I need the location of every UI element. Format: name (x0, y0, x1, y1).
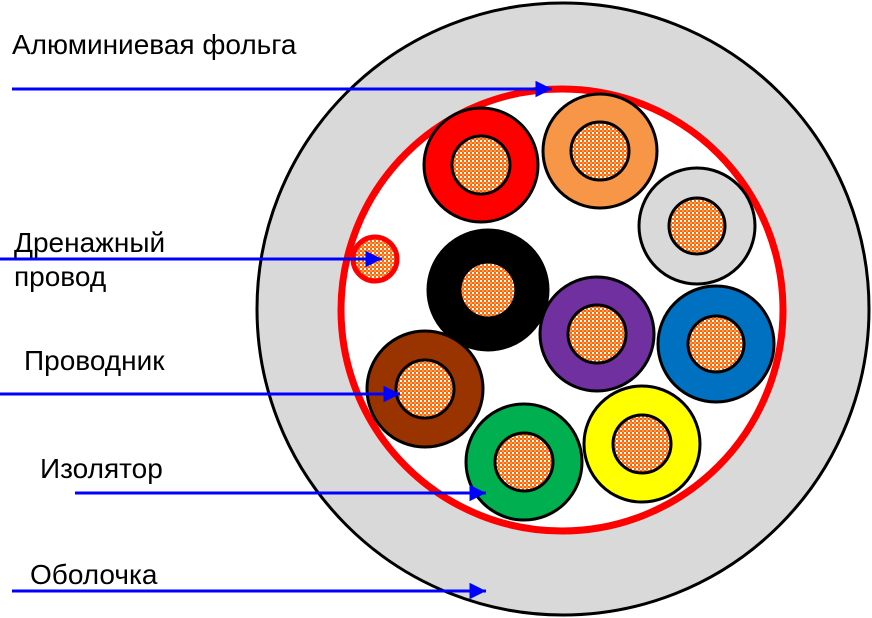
label-insulator: Изолятор (40, 453, 163, 484)
wire-brown (365, 329, 485, 449)
label-conductor: Проводник (24, 345, 165, 376)
wire-yellow (582, 384, 702, 504)
pointer-arrows (0, 80, 552, 600)
wire-green (464, 402, 584, 522)
conductor-red (450, 134, 512, 196)
conductor-blue (686, 314, 746, 374)
wire-purple (538, 275, 656, 393)
label-drain-wire-line2: провод (14, 261, 106, 292)
wires-group (365, 92, 776, 522)
conductor-black (458, 260, 518, 320)
wire-red (422, 106, 540, 224)
conductor-yellow (611, 413, 673, 475)
conductor-orange (569, 120, 631, 182)
conductor-green (493, 431, 555, 493)
wire-orange (541, 92, 659, 210)
label-jacket: Оболочка (30, 559, 158, 590)
label-aluminium-foil: Алюминиевая фольга (12, 29, 297, 60)
aluminium-foil-ring (337, 85, 787, 535)
wire-black (426, 228, 550, 352)
conductor-brown (394, 358, 456, 420)
label-drain-wire-line1: Дренажный (14, 227, 165, 258)
wire-gray (637, 166, 757, 286)
conductor-gray (667, 196, 727, 256)
conductor-purple (566, 303, 628, 365)
wire-blue (656, 284, 776, 404)
